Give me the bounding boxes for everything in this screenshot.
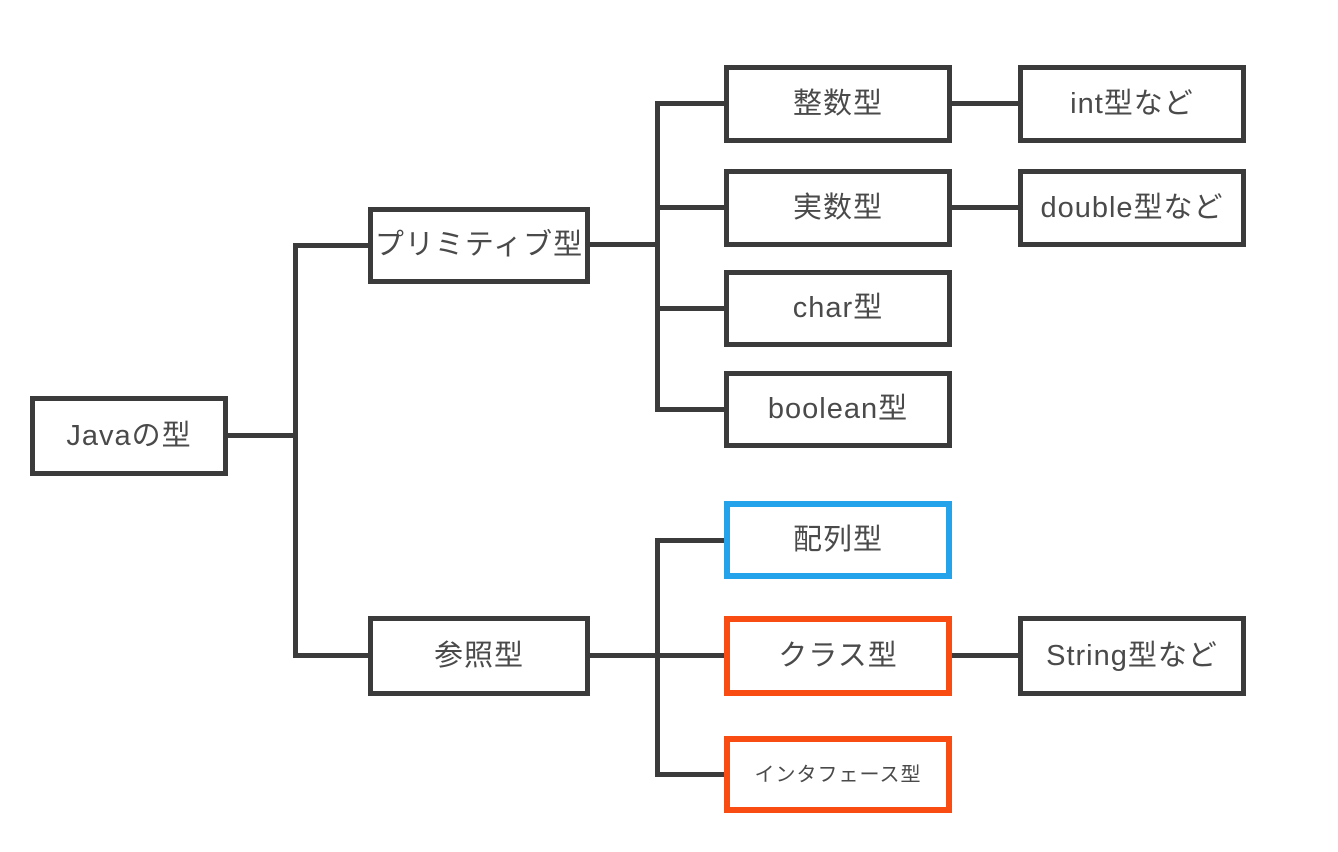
node-string-example-label: String型など — [1046, 639, 1218, 672]
node-java-root-label: Javaの型 — [66, 419, 192, 452]
connector-trunk2a-to-char — [657, 306, 724, 311]
node-primitive-type-label: プリミティブ型 — [374, 229, 584, 261]
node-boolean-type-label: boolean型 — [767, 393, 909, 425]
node-double-example: double型など — [1018, 169, 1246, 247]
node-int-example-label: int型など — [1070, 87, 1194, 120]
connector-trunk2b-to-array — [657, 538, 724, 543]
node-reference-type-label: 参照型 — [433, 639, 524, 672]
node-primitive-type: プリミティブ型 — [368, 207, 590, 284]
node-interface-type: インタフェース型 — [724, 736, 952, 813]
connector-reference-to-trunk2b — [590, 653, 657, 658]
node-integer-type: 整数型 — [724, 65, 952, 143]
node-array-type: 配列型 — [724, 501, 952, 579]
node-class-type-label: クラス型 — [778, 639, 898, 672]
node-integer-type-label: 整数型 — [792, 87, 883, 120]
connector-trunk2a-to-integer — [657, 101, 724, 106]
connector-root-to-trunk1 — [228, 433, 295, 438]
connector-integer-to-int — [952, 101, 1018, 106]
node-double-example-label: double型など — [1040, 191, 1224, 224]
connector-trunk2a-to-real — [657, 205, 724, 210]
node-char-type: char型 — [724, 270, 952, 347]
node-string-example: String型など — [1018, 616, 1246, 696]
node-reference-type: 参照型 — [368, 616, 590, 696]
connector-class-to-string — [952, 653, 1018, 658]
node-java-root: Javaの型 — [30, 396, 228, 476]
node-class-type: クラス型 — [724, 616, 952, 696]
connector-trunk2a-vertical — [655, 101, 660, 412]
connector-primitive-to-trunk2a — [590, 242, 657, 247]
node-int-example: int型など — [1018, 65, 1246, 143]
node-char-type-label: char型 — [792, 292, 884, 324]
connector-trunk2b-to-interface — [657, 772, 724, 777]
connector-trunk1-vertical — [293, 243, 298, 658]
node-real-type-label: 実数型 — [792, 191, 883, 224]
connector-trunk1-to-primitive — [295, 243, 368, 248]
connector-trunk1-to-reference — [295, 653, 368, 658]
connector-trunk2a-to-boolean — [657, 407, 724, 412]
node-real-type: 実数型 — [724, 169, 952, 247]
node-interface-type-label: インタフェース型 — [754, 763, 922, 786]
connector-real-to-double — [952, 205, 1018, 210]
node-array-type-label: 配列型 — [792, 523, 883, 556]
connector-trunk2b-to-class — [657, 653, 724, 658]
node-boolean-type: boolean型 — [724, 371, 952, 448]
